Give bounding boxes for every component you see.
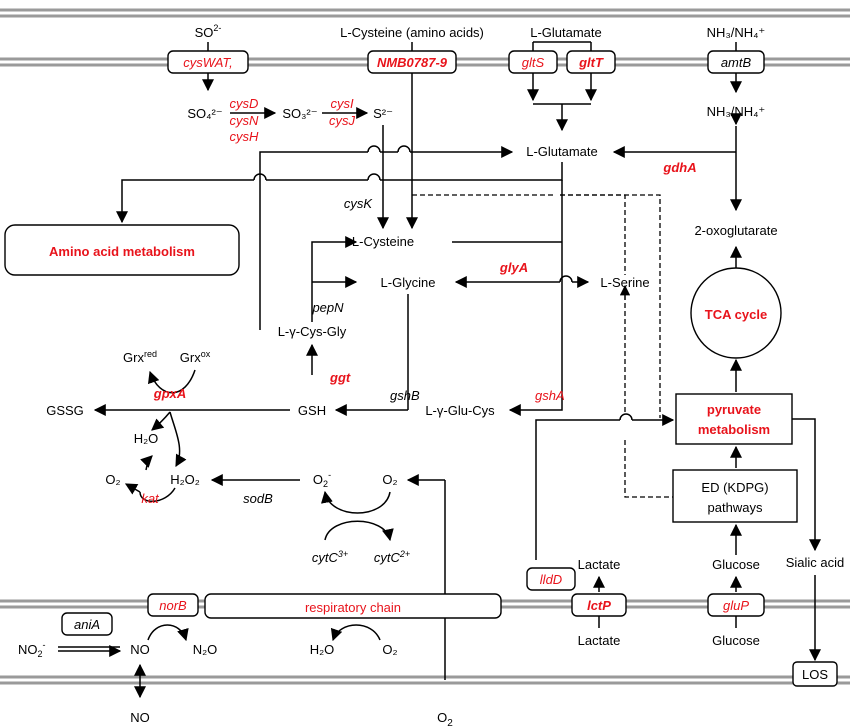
glutamate-source: L-Glutamate	[530, 25, 602, 40]
o2-out: O2	[437, 710, 453, 727]
los-label: LOS	[802, 667, 828, 682]
outer-membrane-top	[0, 8, 850, 18]
lactate-out: Lactate	[578, 633, 621, 648]
ggt-gene: ggt	[329, 370, 351, 385]
cysteine-source: L-Cysteine (amino acids)	[340, 25, 484, 40]
glya-gene: glyA	[499, 260, 528, 275]
sulfate-outside: SO2-	[195, 23, 222, 40]
pepn-gene: pepN	[311, 300, 344, 315]
amino-acid-metabolism-box	[4, 224, 240, 276]
lldd-box	[526, 567, 576, 591]
so4-inside: SO₄²⁻	[187, 106, 222, 121]
cytc3: cytC3+	[312, 549, 348, 565]
grx-ox: Grxox	[180, 349, 211, 365]
ammonia-inside: NH₃/NH₄⁺	[707, 104, 766, 119]
ammonia-source: NH₃/NH₄⁺	[707, 25, 766, 40]
pyruvate-label-1: pyruvate	[707, 402, 761, 417]
lldd-gene: lldD	[540, 572, 562, 587]
lactate-in: Lactate	[578, 557, 621, 572]
ed-label-1: ED (KDPG)	[701, 480, 768, 495]
gssg: GSSG	[46, 403, 84, 418]
l-glu-cys: L-γ-Glu-Cys	[425, 403, 495, 418]
gsha-gene: gshA	[535, 388, 565, 403]
oxoglutarate: 2-oxoglutarate	[694, 223, 777, 238]
pyruvate-metabolism-box	[675, 393, 793, 445]
l-cysteine: L-Cysteine	[352, 234, 414, 249]
no2: NO2-	[18, 640, 46, 659]
ania-box	[61, 612, 113, 636]
no-out: NO	[130, 710, 150, 725]
o2-bottom: O₂	[382, 642, 397, 657]
l-cys-gly: L-γ-Cys-Gly	[278, 324, 347, 339]
so3: SO₃²⁻	[282, 106, 317, 121]
los-box	[792, 661, 838, 687]
h2o2: H₂O₂	[170, 472, 200, 487]
kat-gene: kat	[141, 491, 160, 506]
grx-red: Grxred	[123, 349, 157, 365]
gshb-gene: gshB	[390, 388, 420, 403]
nmb0787-label: NMB0787-9	[377, 55, 448, 70]
cysk-gene: cysK	[344, 196, 374, 211]
no: NO	[130, 642, 150, 657]
respiratory-chain-box	[204, 593, 502, 619]
ed-pathways-box	[672, 469, 798, 523]
tca-cycle-label: TCA cycle	[705, 307, 767, 322]
l-serine: L-Serine	[600, 275, 649, 290]
glup-label: gluP	[723, 598, 749, 613]
cysh-gene: cysH	[230, 129, 260, 144]
o2-left: O₂	[105, 472, 120, 487]
cysj-gene: cysJ	[329, 113, 356, 128]
cyswat-label: cysWAT,	[183, 55, 233, 70]
ed-label-2: pathways	[708, 500, 763, 515]
sialic-acid: Sialic acid	[786, 555, 845, 570]
gpxa-gene: gpxA	[153, 386, 187, 401]
gsh: GSH	[298, 403, 326, 418]
amino-acid-metabolism-label: Amino acid metabolism	[49, 244, 195, 259]
gltt-label: gltT	[578, 55, 604, 70]
sulfide: S²⁻	[373, 106, 393, 121]
glts-label: gltS	[522, 55, 545, 70]
cysi-gene: cysI	[330, 96, 354, 111]
sodb-gene: sodB	[243, 491, 273, 506]
cysd-gene: cysD	[230, 96, 259, 111]
cysn-gene: cysN	[230, 113, 260, 128]
lctp-label: lctP	[587, 598, 611, 613]
superoxide: O2-	[313, 470, 331, 489]
gdha-gene: gdhA	[662, 160, 696, 175]
glucose-in: Glucose	[712, 557, 760, 572]
norb-box	[147, 593, 199, 617]
l-glycine: L-Glycine	[381, 275, 436, 290]
o2-mid: O₂	[382, 472, 397, 487]
h2o-bottom: H₂O	[310, 642, 335, 657]
tca-cycle-circle	[690, 267, 782, 359]
respiratory-chain-label: respiratory chain	[305, 600, 401, 615]
l-glutamate: L-Glutamate	[526, 144, 598, 159]
outer-membrane-bottom	[0, 675, 850, 685]
pyruvate-label-2: metabolism	[698, 422, 770, 437]
norb-gene: norB	[159, 598, 187, 613]
h2o-top: H₂O	[134, 431, 159, 446]
n2o: N₂O	[193, 642, 218, 657]
ania-gene: aniA	[74, 617, 100, 632]
amtb-label: amtB	[721, 55, 752, 70]
cytc2: cytC2+	[374, 549, 410, 565]
glucose-out: Glucose	[712, 633, 760, 648]
